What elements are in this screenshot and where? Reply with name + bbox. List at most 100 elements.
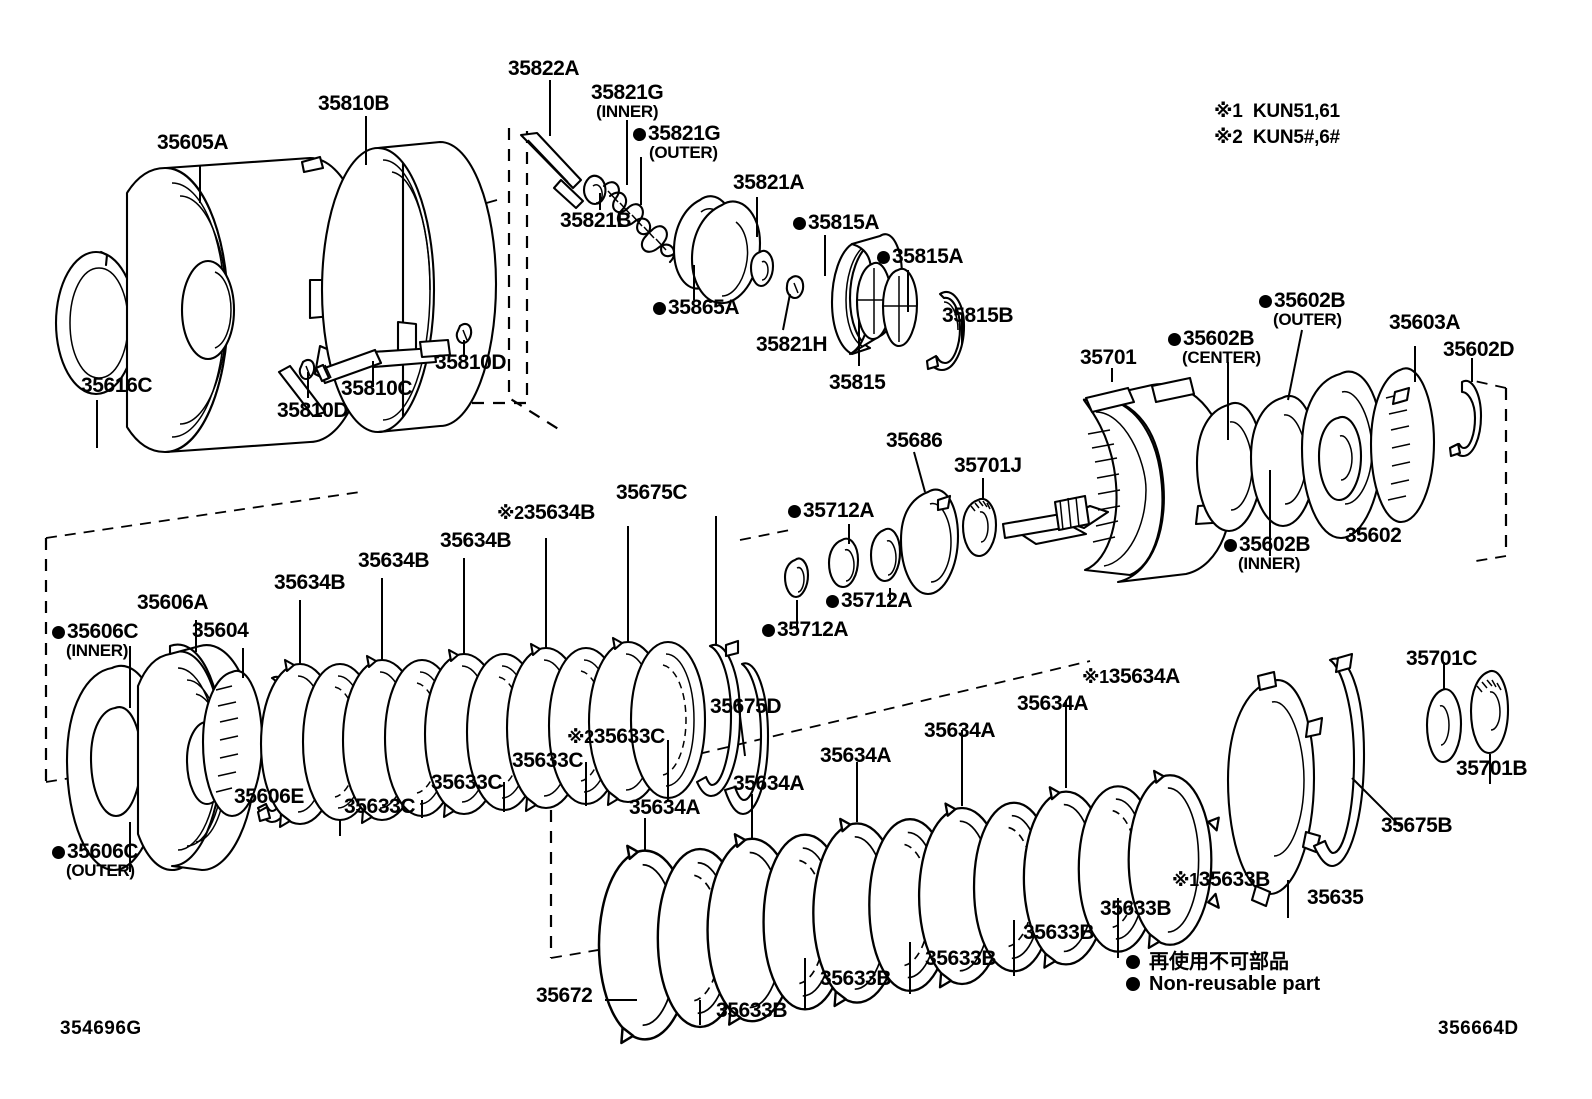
label-35603A: 35603A: [1389, 311, 1461, 334]
part-35675B: [1312, 652, 1401, 868]
label-35633B-1: 35633B: [716, 999, 788, 1022]
label-35815: 35815: [829, 371, 886, 394]
part-35701B: [1469, 669, 1510, 784]
non-reusable-dot-icon: [788, 505, 801, 518]
label-35602B-outer: 35602B (OUTER): [1259, 290, 1346, 329]
non-reusable-dot-icon: [1224, 539, 1237, 552]
leader-lines-pack1: [299, 526, 669, 836]
label-35602B-inner-qualifier: (INNER): [1238, 554, 1301, 574]
label-35602B-center-qualifier: (CENTER): [1182, 348, 1261, 368]
label-35604: 35604: [192, 619, 249, 642]
legend-english: Non-reusable part: [1126, 973, 1320, 996]
part-35810D-right: [455, 322, 473, 345]
non-reusable-dot-icon: [52, 846, 65, 859]
part-35602D: [1448, 358, 1483, 458]
label-35606A: 35606A: [137, 591, 209, 614]
non-reusable-dot-icon: [1259, 295, 1272, 308]
label-35635: 35635: [1307, 886, 1364, 909]
label-35606C-outer: 35606C (OUTER): [52, 841, 139, 881]
label-35633C-1: 35633C: [344, 795, 416, 818]
label-35686: 35686: [886, 429, 943, 452]
part-35712A-c: [869, 527, 902, 600]
label-35634B-4: ※235634B: [497, 501, 595, 524]
label-35810C: 35810C: [341, 377, 413, 400]
part-35675D: [723, 662, 770, 816]
label-35633C-2: 35633C: [431, 771, 503, 794]
label-35634A-4: 35634A: [924, 719, 996, 742]
part-35712A-a: [783, 557, 810, 628]
label-35675D: 35675D: [710, 695, 782, 718]
label-35602D: 35602D: [1443, 338, 1515, 361]
label-35633B-3: 35633B: [925, 947, 997, 970]
label-35821G-outer-qualifier: (OUTER): [649, 143, 718, 163]
label-35605A: 35605A: [157, 131, 229, 154]
non-reusable-dot-icon: [52, 626, 65, 639]
label-35606C-outer-qualifier: (OUTER): [66, 861, 135, 881]
part-35635: [1226, 670, 1324, 918]
label-35701C: 35701C: [1406, 647, 1478, 670]
non-reusable-dot-icon: [653, 302, 666, 315]
label-35634A-6: 35634A: [1017, 692, 1089, 715]
part-35616C: [54, 250, 138, 396]
label-35821G-outer: 35821G (OUTER): [633, 123, 721, 163]
label-35602: 35602: [1345, 524, 1402, 547]
non-reusable-dot-icon: [1126, 955, 1140, 969]
label-35822A: 35822A: [508, 57, 580, 80]
part-35810C: [314, 348, 383, 385]
non-reusable-dot-icon: [826, 595, 839, 608]
non-reusable-dot-icon: [877, 251, 890, 264]
label-35712A-b: 35712A: [826, 590, 913, 611]
label-35606C-inner: 35606C (INNER): [52, 621, 139, 660]
part-35815B: [925, 291, 966, 372]
part-35822A: [519, 131, 585, 210]
non-reusable-dot-icon: [633, 128, 646, 141]
non-reusable-dot-icon: [793, 217, 806, 230]
no2-clutch-pack: [597, 652, 1510, 1045]
group-boundaries: [44, 128, 1508, 959]
part-35701C: [1425, 662, 1463, 764]
label-35675B: 35675B: [1381, 814, 1453, 837]
note-marker-1: ※1: [1082, 667, 1109, 687]
label-35606E: 35606E: [234, 785, 305, 808]
label-35634A-3: 35634A: [820, 744, 892, 767]
no1-clutch-pack: [65, 516, 770, 872]
sheet-code-right: 356664D: [1438, 1018, 1519, 1039]
brake-band-drum-assembly: [54, 116, 498, 454]
label-35675C: 35675C: [616, 481, 688, 504]
label-35616C: 35616C: [81, 374, 153, 397]
non-reusable-dot-icon: [762, 624, 775, 637]
non-reusable-dot-icon: [1126, 977, 1140, 991]
leader-lines-band: [96, 116, 465, 448]
label-35815A-b: 35815A: [877, 246, 964, 267]
note-marker-2: ※2: [567, 727, 594, 747]
label-35712A-c: 35712A: [762, 619, 849, 640]
label-35810D-right: 35810D: [435, 351, 507, 374]
label-35633B-6: ※135633B: [1172, 868, 1270, 891]
note-marker-1: ※1: [1172, 870, 1199, 890]
label-35821B: 35821B: [560, 209, 632, 232]
part-35602: [1300, 370, 1384, 540]
sheet-code-left: 354696G: [60, 1018, 142, 1039]
label-35634A-2: 35634A: [733, 772, 805, 795]
part-35675C: [695, 516, 742, 798]
part-35815-cylinder: [830, 233, 919, 356]
label-35633B-4: 35633B: [1023, 921, 1095, 944]
label-35810B: 35810B: [318, 92, 390, 115]
label-35712A-a: 35712A: [788, 500, 875, 521]
label-35821G-inner: 35821G (INNER): [591, 81, 664, 122]
non-reusable-dot-icon: [1168, 333, 1181, 346]
part-35701J: [961, 478, 998, 558]
rear-planetary-assembly: [783, 329, 1483, 628]
note-2: ※2 KUN5#,6#: [1214, 127, 1340, 148]
label-35815B: 35815B: [942, 304, 1014, 327]
label-35602B-center: 35602B (CENTER): [1168, 328, 1261, 367]
legend-japanese: 再使用不可部品: [1126, 945, 1289, 974]
part-35821B: [582, 174, 607, 206]
servo-piston-assembly: [519, 80, 966, 372]
label-35633B-5: 35633B: [1100, 897, 1172, 920]
label-35815A-a: 35815A: [793, 212, 880, 233]
part-35686: [899, 451, 960, 596]
label-35821G-inner-qualifier: (INNER): [596, 102, 659, 122]
